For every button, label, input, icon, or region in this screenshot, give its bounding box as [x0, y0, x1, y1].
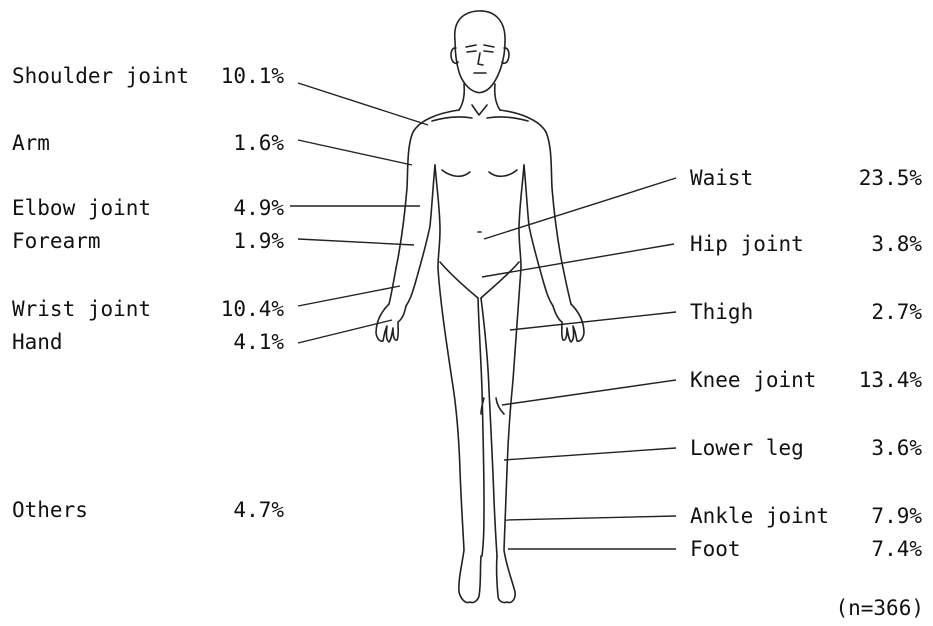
eyebrow-left: [466, 45, 476, 47]
label-foot: Foot: [690, 537, 741, 561]
right-leg-outer: [497, 268, 521, 603]
label-waist: Waist: [690, 166, 753, 190]
chest-right: [489, 170, 517, 176]
value-wrist-joint: 10.4%: [196, 297, 284, 321]
throat-mark: [472, 105, 487, 115]
left-arm-inner: [406, 165, 435, 306]
leader-lower-leg: [504, 448, 676, 460]
leader-wrist-joint: [298, 286, 400, 306]
nose: [478, 53, 483, 65]
value-hip-joint: 3.8%: [830, 232, 922, 256]
value-foot: 7.4%: [830, 537, 922, 561]
value-others: 4.7%: [196, 498, 284, 522]
left-leg-outer: [438, 268, 481, 603]
leader-waist: [484, 178, 676, 239]
value-thigh: 2.7%: [830, 300, 922, 324]
groin-right: [481, 262, 519, 298]
label-elbow-joint: Elbow joint: [12, 196, 151, 220]
value-waist: 23.5%: [830, 166, 922, 190]
leader-arm: [298, 140, 412, 165]
torso-left: [435, 165, 440, 268]
label-ankle-joint: Ankle joint: [690, 504, 829, 528]
leader-hip-joint: [482, 244, 674, 277]
label-shoulder-joint: Shoulder joint: [12, 64, 189, 88]
label-forearm: Forearm: [12, 229, 101, 253]
label-thigh: Thigh: [690, 300, 753, 324]
groin-left: [440, 262, 478, 298]
clavicle-right: [487, 117, 528, 121]
value-knee-joint: 13.4%: [830, 368, 922, 392]
knee-right-mark: [496, 398, 504, 414]
clavicle-left: [432, 117, 472, 121]
eye-left: [467, 51, 476, 52]
left-arm-outer: [389, 110, 459, 304]
leader-ankle-joint: [506, 516, 676, 520]
leader-shoulder-joint: [298, 83, 428, 125]
eye-right: [484, 51, 493, 52]
label-knee-joint: Knee joint: [690, 368, 816, 392]
value-arm: 1.6%: [196, 131, 284, 155]
label-arm: Arm: [12, 131, 50, 155]
leader-thigh: [510, 312, 676, 330]
leader-knee-joint: [502, 380, 676, 405]
leader-forearm: [298, 239, 414, 245]
value-ankle-joint: 7.9%: [830, 504, 922, 528]
value-forearm: 1.9%: [196, 229, 284, 253]
label-wrist-joint: Wrist joint: [12, 297, 151, 321]
neck-left: [459, 84, 464, 110]
value-hand: 4.1%: [196, 330, 284, 354]
value-lower-leg: 3.6%: [830, 436, 922, 460]
head-outline: [455, 11, 505, 93]
label-hip-joint: Hip joint: [690, 232, 804, 256]
right-arm-inner: [524, 165, 553, 306]
sample-size: (n=366): [800, 596, 924, 620]
value-shoulder-joint: 10.1%: [196, 64, 284, 88]
eyebrow-right: [484, 45, 494, 47]
value-elbow-joint: 4.9%: [196, 196, 284, 220]
label-lower-leg: Lower leg: [690, 436, 804, 460]
label-others: Others: [12, 498, 88, 522]
right-arm-outer: [500, 110, 571, 304]
label-hand: Hand: [12, 330, 63, 354]
neck-right: [495, 84, 500, 110]
chest-left: [442, 170, 470, 176]
torso-right: [519, 165, 524, 268]
left-leg-inner: [478, 298, 484, 556]
